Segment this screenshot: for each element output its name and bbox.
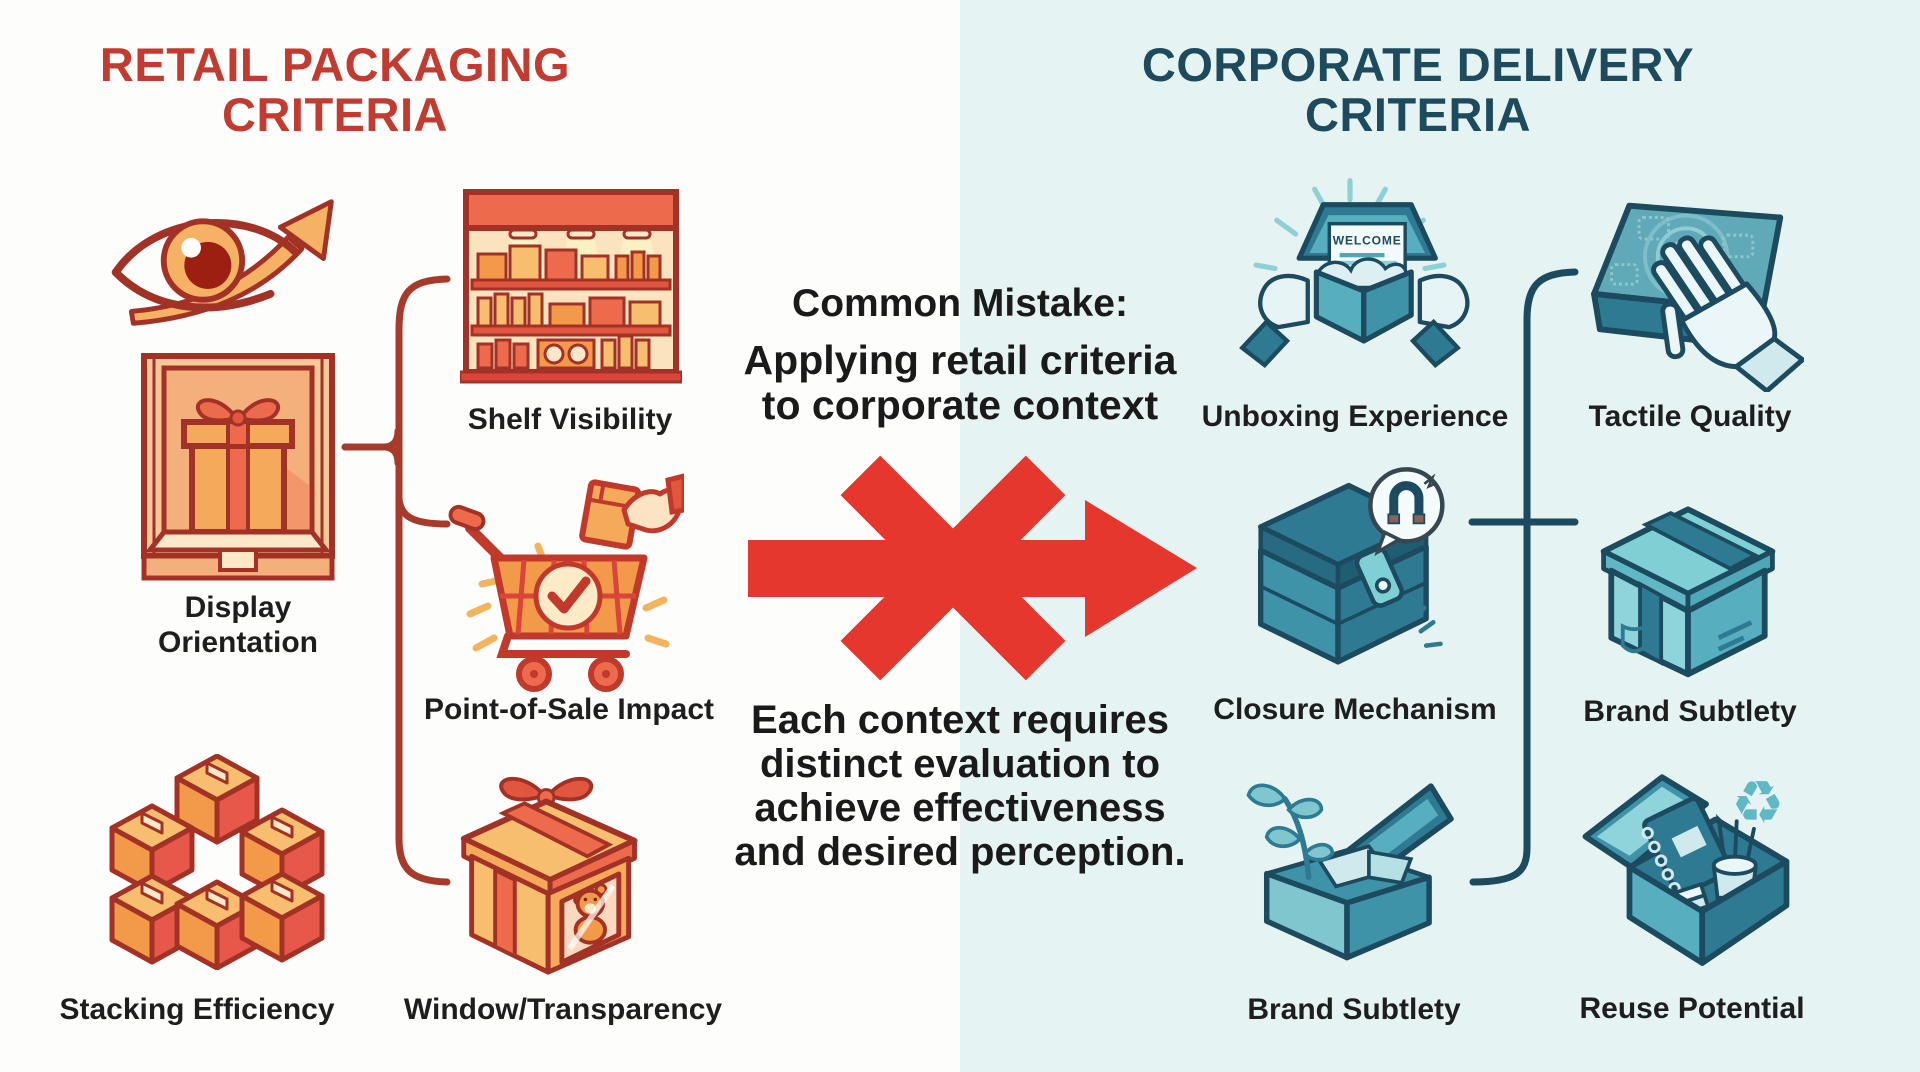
label-stacking-efficiency: Stacking Efficiency bbox=[59, 993, 335, 1026]
mistake-line-2: to corporate context bbox=[761, 382, 1159, 429]
label-brand-subtlety-1: Brand Subtlety bbox=[1583, 695, 1797, 728]
retail-bracket-connector bbox=[341, 275, 451, 886]
unboxing-hands-icon: WELCOME bbox=[1239, 178, 1470, 368]
stacked-boxes-icon bbox=[98, 754, 336, 970]
label-closure-mechanism: Closure Mechanism bbox=[1213, 693, 1497, 726]
welcome-card-text: WELCOME bbox=[1333, 233, 1402, 247]
corporate-title-line1: CORPORATE DELIVERY bbox=[1141, 38, 1695, 91]
reuse-box-icon: ♻ bbox=[1582, 769, 1790, 966]
mistake-line-1: Applying retail criteria bbox=[743, 337, 1177, 383]
conclusion-line-3: achieve effectiveness bbox=[754, 786, 1166, 830]
eye-visibility-icon bbox=[111, 199, 334, 326]
label-unboxing-experience: Unboxing Experience bbox=[1201, 400, 1509, 433]
retail-title-line2: CRITERIA bbox=[222, 87, 448, 141]
common-mistake-heading: Common Mistake: bbox=[792, 282, 1128, 325]
label-reuse-potential: Reuse Potential bbox=[1579, 992, 1805, 1025]
corporate-bracket-connector bbox=[1468, 268, 1579, 886]
shelf-icon bbox=[460, 189, 682, 384]
corporate-title-line2: CRITERIA bbox=[1305, 87, 1531, 141]
label-shelf-visibility: Shelf Visibility bbox=[467, 403, 673, 436]
window-gift-box-icon bbox=[460, 777, 638, 975]
label-tactile-quality: Tactile Quality bbox=[1588, 400, 1792, 433]
conclusion-line-1: Each context requires bbox=[751, 698, 1169, 742]
conclusion-line-4: and desired perception. bbox=[734, 830, 1186, 874]
crossed-arrow-graphic bbox=[748, 455, 1197, 681]
label-display-orientation: Display Orientation bbox=[157, 591, 318, 660]
conclusion-line-2: distinct evaluation to bbox=[759, 742, 1161, 786]
shopping-cart-icon bbox=[448, 473, 684, 692]
recycle-icon: ♻ bbox=[1731, 769, 1784, 836]
plant-box-icon bbox=[1246, 783, 1454, 961]
retail-title-line1: RETAIL PACKAGING bbox=[99, 38, 571, 91]
tactile-hand-box-icon bbox=[1591, 202, 1804, 392]
display-orientation-icon bbox=[141, 353, 335, 581]
x-mark-icon bbox=[840, 455, 1066, 681]
brand-subtlety-box-icon bbox=[1600, 506, 1776, 678]
label-point-of-sale-impact: Point-of-Sale Impact bbox=[423, 693, 715, 726]
closure-mechanism-icon bbox=[1257, 467, 1445, 665]
label-window-transparency: Window/Transparency bbox=[403, 993, 723, 1026]
label-brand-subtlety-2: Brand Subtlety bbox=[1247, 993, 1461, 1026]
